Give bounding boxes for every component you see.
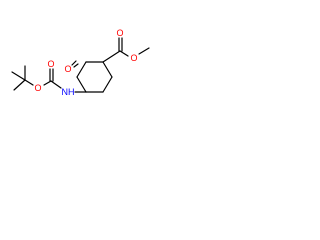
ester-carbon-bond [102,50,121,63]
ring-bond [76,76,87,93]
cyclohexane-ring [76,61,113,93]
carbamate-nitrogen: NH [62,87,87,97]
boc-ether-oxygen-label: O [34,83,41,93]
ketone-double-bond [71,60,77,66]
methyl-bond [138,47,150,55]
ketone-group: O [64,60,79,74]
tbu-methyl-bond [11,71,26,81]
ring-bond [102,76,113,93]
boc-single-bond [43,80,52,86]
n-c-bond [50,80,62,89]
tbu-methyl-bond [13,79,26,91]
molecule-structure: O O O NH O O [11,28,150,97]
ring-bond [102,61,113,78]
ketone-oxygen-label: O [64,64,71,74]
ester-carbonyl-oxygen-label: O [116,28,123,38]
ester-ether-oxygen-label: O [130,53,137,63]
amide-nitrogen-label: NH [62,87,75,97]
ester-single-bond [119,50,129,57]
ring-bond [76,61,87,78]
o-tbu-bond [24,79,34,86]
boc-carbonyl-oxygen-label: O [47,59,54,69]
boc-group: O O [11,59,62,93]
methyl-ester-group: O O [102,28,150,63]
ketone-double-bond [73,63,79,68]
